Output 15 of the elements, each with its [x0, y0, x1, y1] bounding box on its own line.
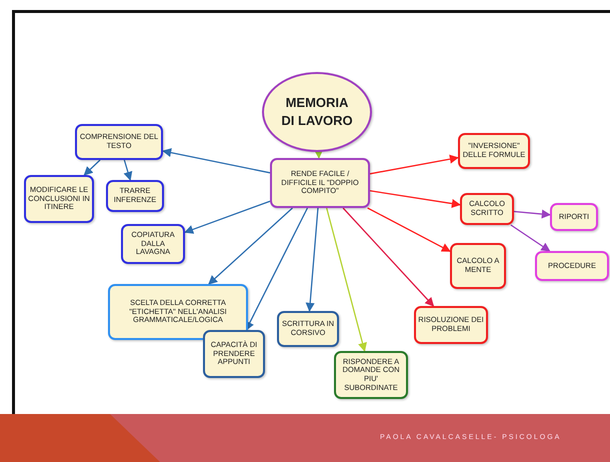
arrow: [84, 160, 100, 176]
concept-ellipse: MEMORIA DI LAVORO: [262, 72, 372, 152]
arrow: [370, 190, 461, 208]
arrow: [342, 208, 434, 307]
arrow: [124, 160, 132, 181]
arrow: [367, 207, 451, 252]
arrow: [326, 208, 367, 352]
arrow: [514, 210, 551, 219]
arrow: [208, 208, 293, 285]
arrow: [184, 200, 270, 234]
arrow: [510, 224, 550, 252]
arrow: [162, 148, 270, 174]
arrow: [314, 150, 324, 159]
arrow: [370, 154, 459, 174]
arrow: [306, 208, 319, 312]
